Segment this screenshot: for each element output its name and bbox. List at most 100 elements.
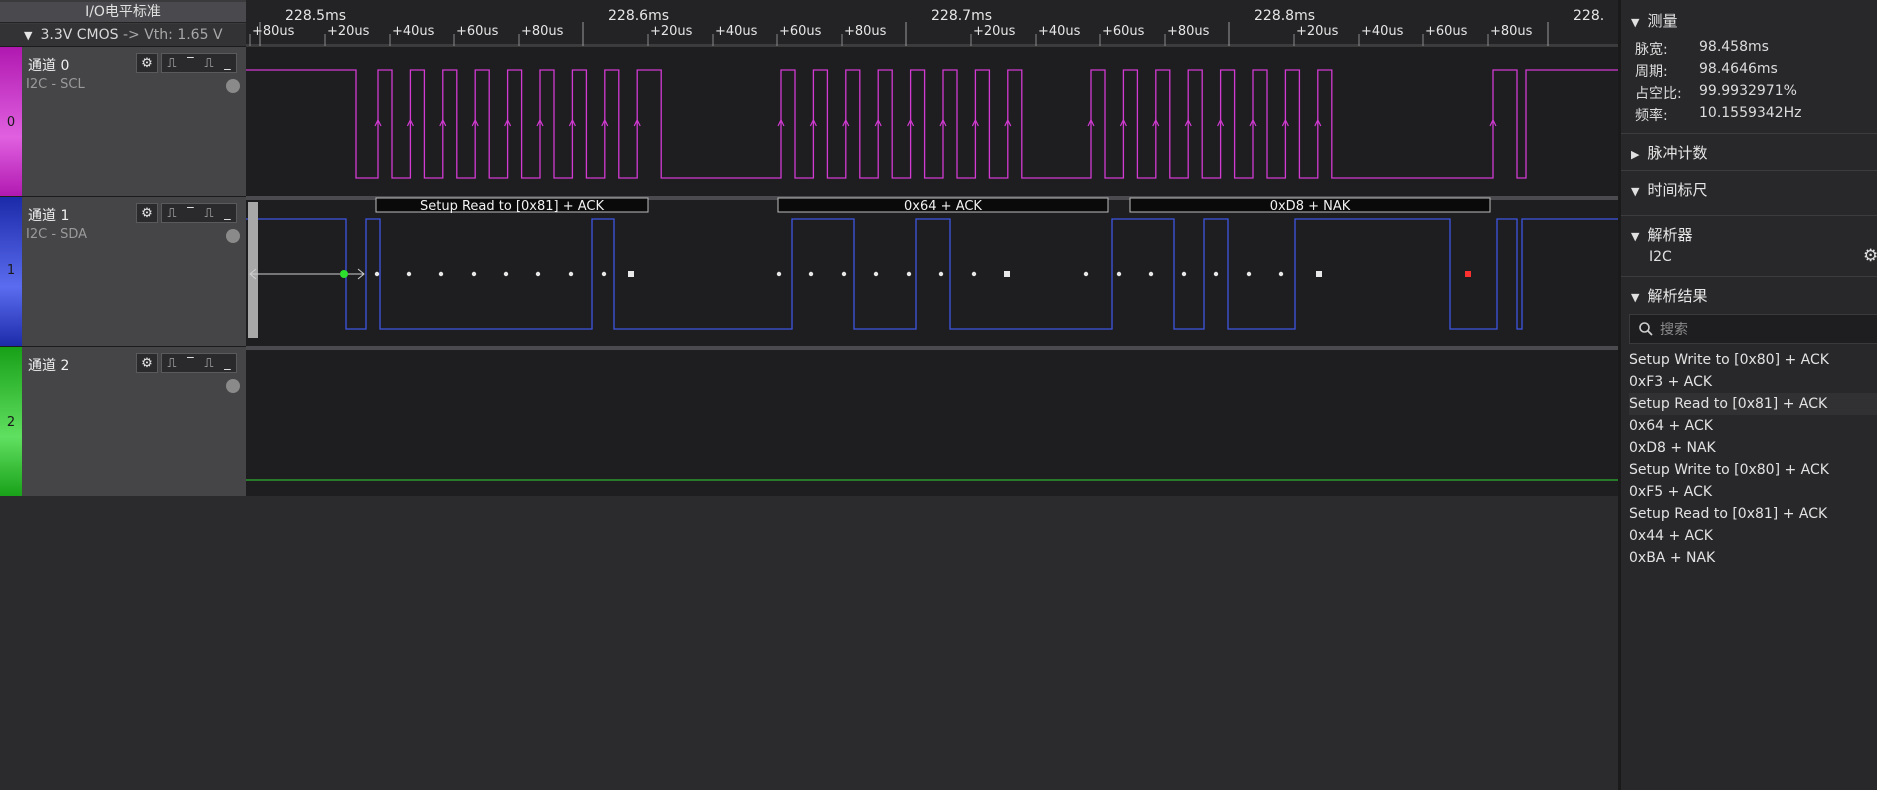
sample-dot bbox=[438, 271, 444, 277]
ruler-major-label: 228.7ms bbox=[931, 8, 992, 24]
search-input[interactable] bbox=[1658, 319, 1862, 341]
rising-edge-icon[interactable]: ⎍ bbox=[167, 356, 177, 371]
ruler-minor-label: +60us bbox=[1425, 24, 1468, 39]
sample-dot bbox=[568, 271, 574, 277]
high-level-icon[interactable]: ‾ bbox=[187, 206, 194, 221]
empty-area bbox=[0, 496, 1618, 790]
channel-0-panel[interactable]: 0 通道 0 I2C - SCL ⚙ ⎍‾⎍_ bbox=[0, 46, 246, 197]
channel-1-panel[interactable]: 1 通道 1 I2C - SDA ⚙ ⎍‾⎍_ bbox=[0, 196, 246, 347]
falling-edge-icon[interactable]: ⎍ bbox=[204, 356, 214, 371]
ruler-minor-label: +80us bbox=[1490, 24, 1533, 39]
channel-status-dot[interactable] bbox=[226, 229, 240, 243]
chevron-down-icon: ▼ bbox=[1631, 16, 1640, 29]
gear-icon[interactable]: ⚙ bbox=[136, 203, 158, 223]
sample-dot bbox=[601, 271, 607, 277]
falling-edge-icon[interactable]: ⎍ bbox=[204, 56, 214, 71]
ruler-minor-label: +60us bbox=[1102, 24, 1145, 39]
ruler-minor-label: +60us bbox=[456, 24, 499, 39]
decoder-item[interactable]: I2C bbox=[1649, 249, 1672, 265]
decode-label: 0x64 + ACK bbox=[904, 199, 982, 214]
high-level-icon[interactable]: ‾ bbox=[187, 356, 194, 371]
low-level-icon[interactable]: _ bbox=[224, 206, 231, 221]
ruler-minor-label: +80us bbox=[1167, 24, 1210, 39]
result-item-selected[interactable]: Setup Read to [0x81] + ACK bbox=[1629, 393, 1877, 415]
result-item[interactable]: 0xF3 + ACK bbox=[1629, 374, 1713, 390]
sample-dot bbox=[938, 271, 944, 277]
sample-dot bbox=[1181, 271, 1187, 277]
result-item[interactable]: Setup Write to [0x80] + ACK bbox=[1629, 462, 1829, 478]
ruler-minor-label: +40us bbox=[1361, 24, 1404, 39]
sample-dot bbox=[841, 271, 847, 277]
channel-color-strip bbox=[0, 347, 22, 497]
start-condition-dot bbox=[340, 270, 348, 278]
decode-label: 0xD8 + NAK bbox=[1270, 199, 1351, 214]
measure-arrow-head bbox=[249, 268, 257, 280]
waveform-svg[interactable]: Setup Read to [0x81] + ACK 0x64 + ACK 0xD8… bbox=[246, 46, 1618, 496]
rising-edge-icon[interactable]: ⎍ bbox=[167, 206, 177, 221]
low-level-icon[interactable]: _ bbox=[224, 56, 231, 71]
ack-marker bbox=[1004, 271, 1010, 277]
low-level-icon[interactable]: _ bbox=[224, 356, 231, 371]
channel-name: 通道 0 bbox=[28, 58, 70, 74]
ruler-minor-label: +40us bbox=[715, 24, 758, 39]
falling-edge-icon[interactable]: ⎍ bbox=[204, 206, 214, 221]
trigger-buttons[interactable]: ⎍ ‾ ⎍ _ bbox=[161, 203, 237, 223]
sample-dot bbox=[971, 271, 977, 277]
channel-color-strip bbox=[0, 197, 22, 347]
gear-icon[interactable]: ⚙ bbox=[136, 353, 158, 373]
measure-title: 测量 bbox=[1647, 12, 1678, 30]
measure-section-header[interactable]: ▼ 测量 bbox=[1631, 10, 1677, 31]
decode-label-box bbox=[777, 197, 1109, 213]
channel-2-panel[interactable]: 2 通道 2 ⚙ ⎍‾⎍_ bbox=[0, 346, 246, 497]
result-item[interactable]: Setup Write to [0x80] + ACK bbox=[1629, 352, 1829, 368]
ruler-major-label: 228.6ms bbox=[608, 8, 669, 24]
decoder-section-header[interactable]: ▼解析器 bbox=[1631, 224, 1692, 245]
high-level-icon[interactable]: ‾ bbox=[187, 56, 194, 71]
result-item[interactable]: 0x64 + ACK bbox=[1629, 418, 1713, 434]
ack-marker bbox=[628, 271, 634, 277]
results-title: 解析结果 bbox=[1647, 287, 1708, 305]
sample-dot bbox=[873, 271, 879, 277]
trigger-buttons[interactable]: ⎍ ‾ ⎍ _ bbox=[161, 53, 237, 73]
ruler-minor-label: +40us bbox=[392, 24, 435, 39]
result-item[interactable]: 0xBA + NAK bbox=[1629, 550, 1716, 566]
chevron-down-icon: ▼ bbox=[1631, 291, 1640, 304]
measure-key: 周期: bbox=[1635, 64, 1668, 80]
channel-color-strip bbox=[0, 47, 22, 197]
trigger-buttons[interactable]: ⎍ ‾ ⎍ _ bbox=[161, 353, 237, 373]
result-item[interactable]: Setup Read to [0x81] + ACK bbox=[1629, 506, 1828, 522]
result-item[interactable]: 0x44 + ACK bbox=[1629, 528, 1713, 544]
gear-icon[interactable]: ⚙ bbox=[1863, 246, 1877, 266]
search-box[interactable] bbox=[1629, 314, 1877, 344]
time-marker-title: 时间标尺 bbox=[1647, 181, 1708, 199]
pulse-count-section-header[interactable]: ▶脉冲计数 bbox=[1631, 142, 1707, 163]
channel-status-dot[interactable] bbox=[226, 79, 240, 93]
result-item[interactable]: 0xD8 + NAK bbox=[1629, 440, 1716, 456]
sample-dot bbox=[1278, 271, 1284, 277]
right-panel: ▼测量 脉宽: 98.458ms 周期: 98.4646ms 占空比: 99.9… bbox=[1618, 0, 1877, 790]
sample-dot bbox=[535, 271, 541, 277]
channel-status-dot[interactable] bbox=[226, 379, 240, 393]
ruler-minor-label: +20us bbox=[1296, 24, 1339, 39]
result-item[interactable]: 0xF5 + ACK bbox=[1629, 484, 1713, 500]
ruler-minor-label: +80us bbox=[844, 24, 887, 39]
results-section-header[interactable]: ▼ 解析结果 bbox=[1631, 285, 1707, 306]
sample-dot bbox=[1148, 271, 1154, 277]
channel-name: 通道 2 bbox=[28, 358, 70, 374]
decode-label: Setup Read to [0x81] + ACK bbox=[420, 199, 605, 214]
channel-index: 1 bbox=[6, 263, 16, 278]
measure-value: 98.4646ms bbox=[1699, 61, 1778, 77]
divider bbox=[1621, 133, 1877, 134]
channel-name: 通道 1 bbox=[28, 208, 70, 224]
channel-separator bbox=[246, 346, 1618, 350]
channel-index: 0 bbox=[6, 115, 16, 130]
sample-dot bbox=[1083, 271, 1089, 277]
ruler-minor-label: +20us bbox=[650, 24, 693, 39]
ruler-major-label: 228. bbox=[1573, 8, 1604, 24]
gear-icon[interactable]: ⚙ bbox=[136, 53, 158, 73]
time-marker-section-header[interactable]: ▼时间标尺 bbox=[1631, 179, 1707, 200]
rising-edge-icon[interactable]: ⎍ bbox=[167, 56, 177, 71]
measure-value: 99.9932971% bbox=[1699, 83, 1797, 99]
io-level-selector[interactable]: ▼3.3V CMOS -> Vth: 1.65 V bbox=[0, 24, 246, 46]
